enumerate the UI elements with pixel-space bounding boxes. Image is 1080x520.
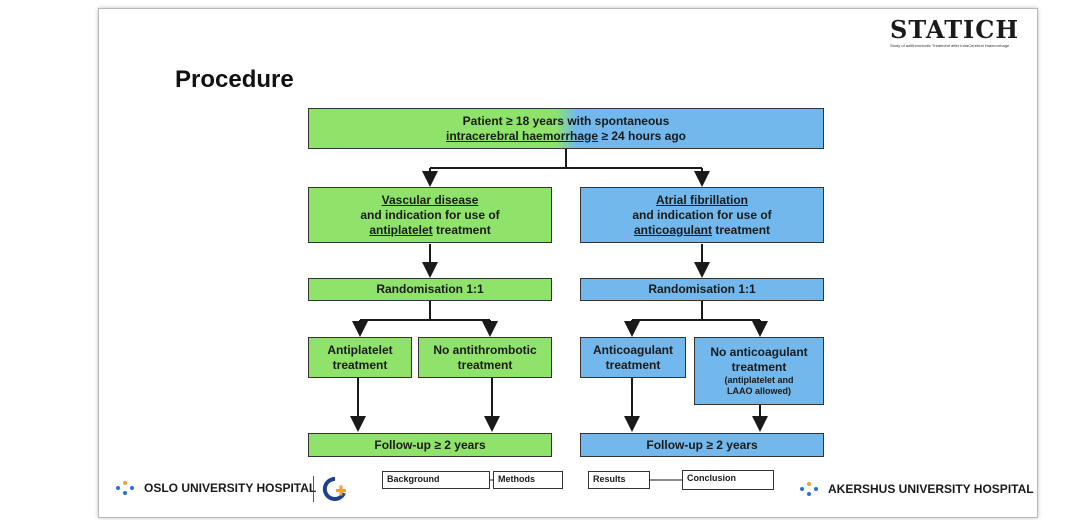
oslo-org-name: OSLO UNIVERSITY HOSPITAL bbox=[144, 481, 317, 495]
anticoagulant-arm-line2: treatment bbox=[605, 357, 661, 372]
left-cond-line1: Vascular disease bbox=[381, 192, 479, 207]
left-condition-box: Vascular disease and indication for use … bbox=[308, 187, 552, 243]
right-followup-box: Follow-up ≥ 2 years bbox=[580, 433, 824, 457]
no-anticoagulant-line1: No anticoagulant bbox=[710, 345, 808, 359]
hospital-emblem-icon bbox=[322, 476, 348, 502]
akershus-org-name: AKERSHUS UNIVERSITY HOSPITAL bbox=[828, 482, 1034, 496]
right-cond-line2: and indication for use of bbox=[632, 207, 772, 222]
nav-background[interactable]: Background bbox=[382, 471, 490, 489]
statich-logo: STATICH Study of antithrombotic Treatmen… bbox=[890, 15, 1020, 49]
nav-conclusion[interactable]: Conclusion bbox=[682, 470, 774, 490]
right-cond-line1: Atrial fibrillation bbox=[655, 192, 748, 207]
akershus-university-hospital-logo: AKERSHUS UNIVERSITY HOSPITAL bbox=[800, 481, 1034, 497]
left-followup-box: Follow-up ≥ 2 years bbox=[308, 433, 552, 457]
antiplatelet-arm-line1: Antiplatelet bbox=[327, 342, 393, 357]
antiplatelet-arm-box: Antiplatelet treatment bbox=[308, 337, 412, 378]
ich-underlined: intracerebral haemorrhage bbox=[446, 128, 599, 143]
anticoagulant-arm-box: Anticoagulant treatment bbox=[580, 337, 686, 378]
footer-divider bbox=[313, 476, 314, 502]
no-anticoagulant-line2: treatment bbox=[731, 360, 787, 374]
akershus-dots-icon bbox=[800, 481, 822, 497]
no-anticoagulant-arm-box: No anticoagulant treatment (antiplatelet… bbox=[694, 337, 824, 405]
page-title: Procedure bbox=[175, 66, 294, 93]
right-cond-line3: anticoagulant treatment bbox=[634, 223, 770, 238]
left-cond-line3-rest: treatment bbox=[432, 222, 491, 237]
left-cond-underlined: antiplatelet bbox=[369, 222, 433, 237]
oslo-university-hospital-logo: OSLO UNIVERSITY HOSPITAL bbox=[116, 480, 316, 496]
right-condition-box: Atrial fibrillation and indication for u… bbox=[580, 187, 824, 243]
antiplatelet-arm-line2: treatment bbox=[332, 357, 388, 372]
right-randomisation-box: Randomisation 1:1 bbox=[580, 278, 824, 301]
left-cond-line3: antiplatelet treatment bbox=[369, 223, 490, 238]
brand-subtitle: Study of antithrombotic Treatment after … bbox=[890, 43, 1010, 48]
left-randomisation-box: Randomisation 1:1 bbox=[308, 278, 552, 301]
oslo-dots-icon bbox=[116, 480, 138, 496]
no-antithrombotic-line1: No antithrombotic bbox=[433, 342, 537, 357]
left-cond-line2: and indication for use of bbox=[360, 207, 500, 222]
nav-methods[interactable]: Methods bbox=[493, 471, 563, 489]
brand-name: STATICH bbox=[890, 15, 1020, 44]
right-randomisation-label: Randomisation 1:1 bbox=[648, 282, 756, 296]
inclusion-line2-rest: ≥ 24 hours ago bbox=[598, 128, 686, 143]
inclusion-line2: intracerebral haemorrhage ≥ 24 hours ago bbox=[446, 129, 686, 144]
no-anticoagulant-note2: LAAO allowed) bbox=[726, 386, 791, 396]
slide bbox=[98, 8, 1038, 518]
inclusion-line1: Patient ≥ 18 years with spontaneous bbox=[462, 113, 670, 128]
left-followup-label: Follow-up ≥ 2 years bbox=[374, 437, 486, 452]
right-cond-line3-rest: treatment bbox=[712, 222, 771, 237]
anticoagulant-arm-line1: Anticoagulant bbox=[593, 342, 673, 357]
right-followup-label: Follow-up ≥ 2 years bbox=[646, 437, 758, 452]
nav-results[interactable]: Results bbox=[588, 471, 650, 489]
right-cond-underlined: anticoagulant bbox=[633, 222, 712, 237]
no-antithrombotic-arm-box: No antithrombotic treatment bbox=[418, 337, 552, 378]
inclusion-box: Patient ≥ 18 years with spontaneous intr… bbox=[308, 108, 824, 149]
left-randomisation-label: Randomisation 1:1 bbox=[376, 282, 484, 296]
no-anticoagulant-note1: (antiplatelet and bbox=[724, 375, 794, 385]
no-antithrombotic-line2: treatment bbox=[457, 357, 513, 372]
